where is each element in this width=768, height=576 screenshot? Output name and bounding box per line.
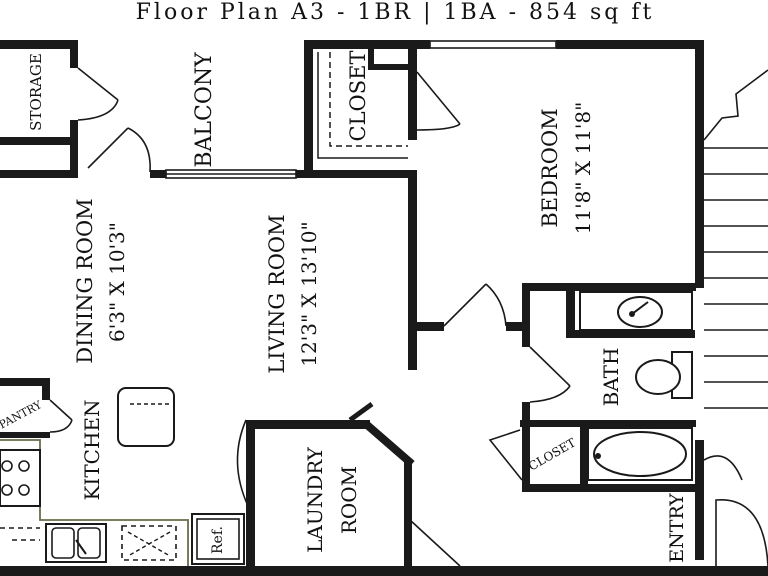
kitchen-island-seat [117, 387, 175, 447]
room-labels: STORAGE BALCONY CLOSET BEDROOM 11'8" X 1… [0, 51, 688, 563]
dishwasher [121, 525, 177, 561]
bath-sink [617, 296, 663, 328]
door-swings [49, 67, 768, 567]
exterior-walls [0, 40, 768, 576]
label-pantry: PANTRY [0, 398, 45, 432]
balcony-sliding-door [165, 169, 297, 179]
kitchen-fixtures [0, 387, 245, 566]
bedroom-window [429, 40, 557, 49]
label-kitchen: KITCHEN [80, 399, 104, 500]
label-laundry-room: ROOM [337, 466, 361, 534]
label-entry: ENTRY [666, 493, 688, 563]
label-laundry: LAUNDRY [303, 446, 327, 553]
interior-walls [0, 40, 696, 566]
bathtub [593, 431, 687, 477]
label-dining-dims: 6'3" X 10'3" [105, 222, 129, 342]
stove [0, 449, 41, 507]
label-living-dims: 12'3" X 13'10" [297, 221, 321, 366]
label-dining-room: DINING ROOM [73, 198, 97, 363]
label-ref: Ref. [210, 526, 226, 554]
label-bedroom-dims: 11'8" X 11'8" [571, 102, 595, 235]
bath-fixtures [579, 291, 693, 481]
label-living-room: LIVING ROOM [265, 214, 289, 373]
label-storage: STORAGE [27, 53, 45, 131]
label-closet-bath: CLOSET [526, 435, 578, 473]
label-balcony: BALCONY [192, 52, 217, 168]
label-closet-top: CLOSET [346, 51, 370, 142]
label-bath: BATH [599, 348, 623, 407]
closet-shelves [317, 52, 408, 159]
label-bedroom: BEDROOM [538, 108, 562, 227]
refrigerator [191, 513, 245, 565]
plan-title: Floor Plan A3 - 1BR | 1BA - 854 sq ft [136, 0, 655, 25]
angled-walls [348, 401, 461, 567]
toilet [635, 359, 681, 395]
kitchen-sink [45, 523, 107, 563]
staircase [703, 69, 768, 410]
